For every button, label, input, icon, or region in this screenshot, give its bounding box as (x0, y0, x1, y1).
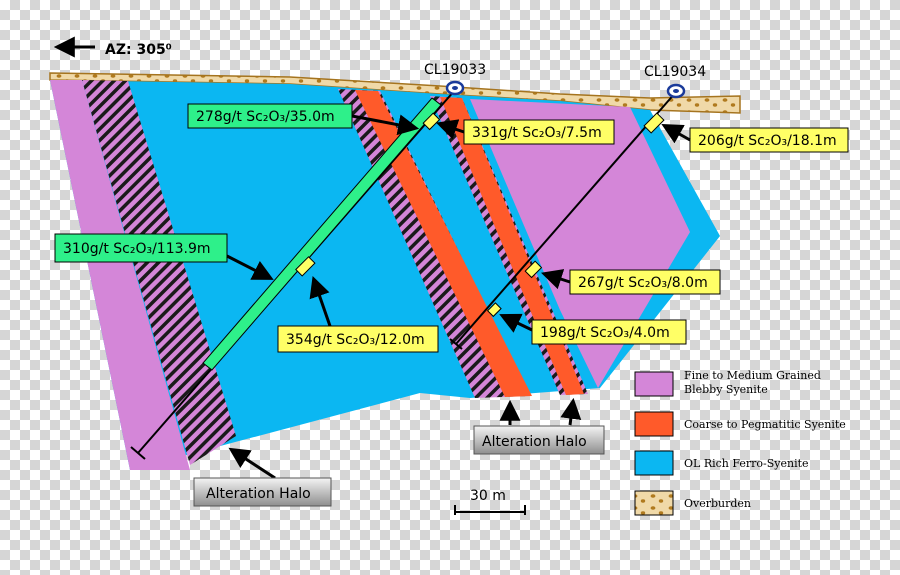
svg-text:Alteration Halo: Alteration Halo (482, 434, 587, 450)
svg-text:310g/t Sc₂O₃/113.9m: 310g/t Sc₂O₃/113.9m (63, 241, 211, 257)
callout-206: 206g/t Sc₂O₃/18.1m (689, 127, 849, 153)
svg-text:331g/t Sc₂O₃/7.5m: 331g/t Sc₂O₃/7.5m (472, 125, 602, 141)
intercept-marker-354 (295, 256, 316, 277)
svg-text:267g/t Sc₂O₃/8.0m: 267g/t Sc₂O₃/8.0m (578, 275, 708, 291)
intercept-bar-cl19033 (202, 97, 442, 371)
intercept-marker-198 (486, 302, 502, 318)
svg-text:Blebby Syenite: Blebby Syenite (684, 383, 768, 396)
svg-text:278g/t Sc₂O₃/35.0m: 278g/t Sc₂O₃/35.0m (196, 109, 335, 125)
callout-310: 310g/t Sc₂O₃/113.9m (54, 233, 228, 263)
legend-swatch-ferro-syenite (634, 450, 674, 476)
alteration-halo-label-right: Alteration Halo (473, 425, 605, 455)
blebby-syenite-left (50, 80, 190, 470)
intercept-marker-267 (524, 260, 543, 279)
svg-text:OL Rich Ferro-Syenite: OL Rich Ferro-Syenite (684, 457, 809, 470)
legend-swatch-blebby-syenite (634, 371, 674, 397)
svg-text:Fine to Medium Grained: Fine to Medium Grained (684, 369, 821, 382)
drillhole-cl19034 (455, 91, 677, 345)
alteration-halo-left (82, 80, 236, 465)
callout-354: 354g/t Sc₂O₃/12.0m (277, 325, 439, 353)
svg-text:206g/t Sc₂O₃/18.1m: 206g/t Sc₂O₃/18.1m (698, 133, 837, 149)
azimuth-label: AZ: 305⁰ (105, 42, 172, 58)
drillhole-cl19034-end (449, 338, 463, 350)
svg-text:30 m: 30 m (470, 488, 506, 504)
legend: Fine to Medium Grained Blebby Syenite Co… (634, 369, 846, 516)
callout-198: 198g/t Sc₂O₃/4.0m (531, 319, 687, 345)
legend-swatch-pegmatitic-syenite (634, 411, 674, 437)
svg-text:Overburden: Overburden (684, 497, 751, 510)
intercept-marker-206 (643, 112, 665, 134)
blebby-syenite-right (470, 99, 690, 388)
svg-text:198g/t Sc₂O₃/4.0m: 198g/t Sc₂O₃/4.0m (540, 325, 670, 341)
svg-text:354g/t Sc₂O₃/12.0m: 354g/t Sc₂O₃/12.0m (286, 332, 425, 348)
hole-label-cl19033: CL19033 (424, 62, 486, 78)
legend-swatch-overburden (634, 490, 674, 516)
callout-267: 267g/t Sc₂O₃/8.0m (569, 269, 721, 295)
hole-label-cl19034: CL19034 (644, 64, 706, 80)
scale-bar: 30 m (454, 488, 526, 515)
pegmatite-band-middle (355, 90, 532, 397)
alteration-halo-label-left: Alteration Halo (193, 477, 332, 507)
drillhole-cl19033-end (130, 446, 146, 460)
callout-331: 331g/t Sc₂O₃/7.5m (463, 119, 615, 145)
intercept-marker-331 (422, 112, 441, 131)
svg-text:Alteration Halo: Alteration Halo (206, 486, 311, 502)
callout-278: 278g/t Sc₂O₃/35.0m (187, 103, 353, 129)
svg-text:Coarse to Pegmatitic Syenite: Coarse to Pegmatitic Syenite (684, 418, 846, 431)
